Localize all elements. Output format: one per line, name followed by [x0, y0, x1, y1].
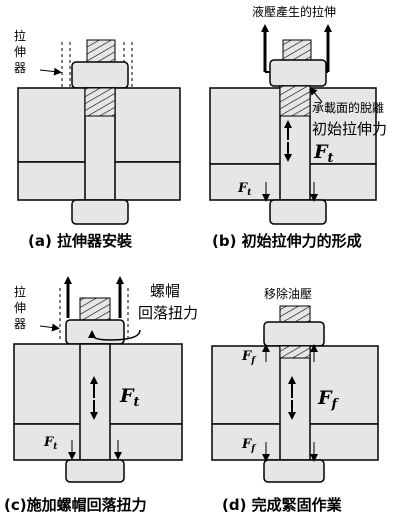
tensioner-label: 器 [14, 317, 26, 331]
remove-label: 移除油壓 [264, 286, 312, 301]
caption-a: (a) 拉伸器安裝 [28, 232, 133, 250]
hydraulic-label: 液壓產生的拉伸 [252, 4, 336, 19]
force-symbol-small: Ft [43, 435, 58, 452]
caption-b: (b) 初始拉伸力的形成 [212, 232, 362, 250]
tensioner-label: 伸 [14, 301, 26, 315]
force-symbol: Ft [313, 141, 334, 166]
nut-torque-label: 螺帽 [150, 282, 180, 300]
bolt-head [71, 199, 129, 225]
leader-arrow [39, 323, 60, 332]
caption-c: (c)施加螺帽回落扭力 [4, 496, 147, 514]
panel-d: 移除油壓 Ff Ff Ff (d) 完成緊固作業 [211, 286, 379, 514]
nut [71, 61, 129, 89]
nut [263, 321, 325, 347]
force-symbol: Ff [317, 387, 340, 412]
bolt-head [65, 459, 125, 483]
tensioner-label: 伸 [14, 45, 26, 59]
tensioner-label: 拉 [14, 28, 26, 43]
separation-label: 承載面的脫離 [312, 100, 384, 115]
bolt-thread-upper [84, 87, 116, 117]
nut-torque-label: 回落扭力 [138, 304, 198, 322]
bolt-thread-top [282, 39, 312, 63]
force-symbol-small: Ft [237, 181, 252, 198]
bolt-shank [279, 345, 311, 461]
force-symbol-small: Ff [241, 437, 257, 454]
panel-b: 液壓產生的拉伸 承載面的脫離 初始拉伸力 Ft Ft (b) 初始拉伸力的形成 [209, 4, 387, 250]
bolt-thread-top [86, 39, 116, 65]
bolt-thread-upper [279, 85, 311, 117]
rotation-arrow [88, 329, 141, 341]
force-symbol-small: Ff [241, 349, 257, 366]
initial-force-label: 初始拉伸力 [312, 120, 387, 138]
leader-arrow [39, 67, 62, 76]
tensioner-label: 器 [14, 61, 26, 75]
bolt-head [269, 199, 327, 225]
panel-c: 拉 伸 器 螺帽 回落扭力 Ft Ft (c)施加螺帽回落扭力 [4, 276, 198, 514]
nut [269, 59, 327, 87]
tensioner-label: 拉 [14, 284, 26, 299]
panel-a: 拉 伸 器 (a) 拉伸器安裝 [14, 28, 181, 250]
bolt-head [263, 459, 325, 483]
caption-d: (d) 完成緊固作業 [222, 496, 343, 514]
leader-arrow [309, 86, 323, 103]
bolt-thread-upper [279, 345, 311, 359]
force-symbol: Ft [119, 385, 140, 410]
bolt-thread-top [79, 297, 111, 323]
